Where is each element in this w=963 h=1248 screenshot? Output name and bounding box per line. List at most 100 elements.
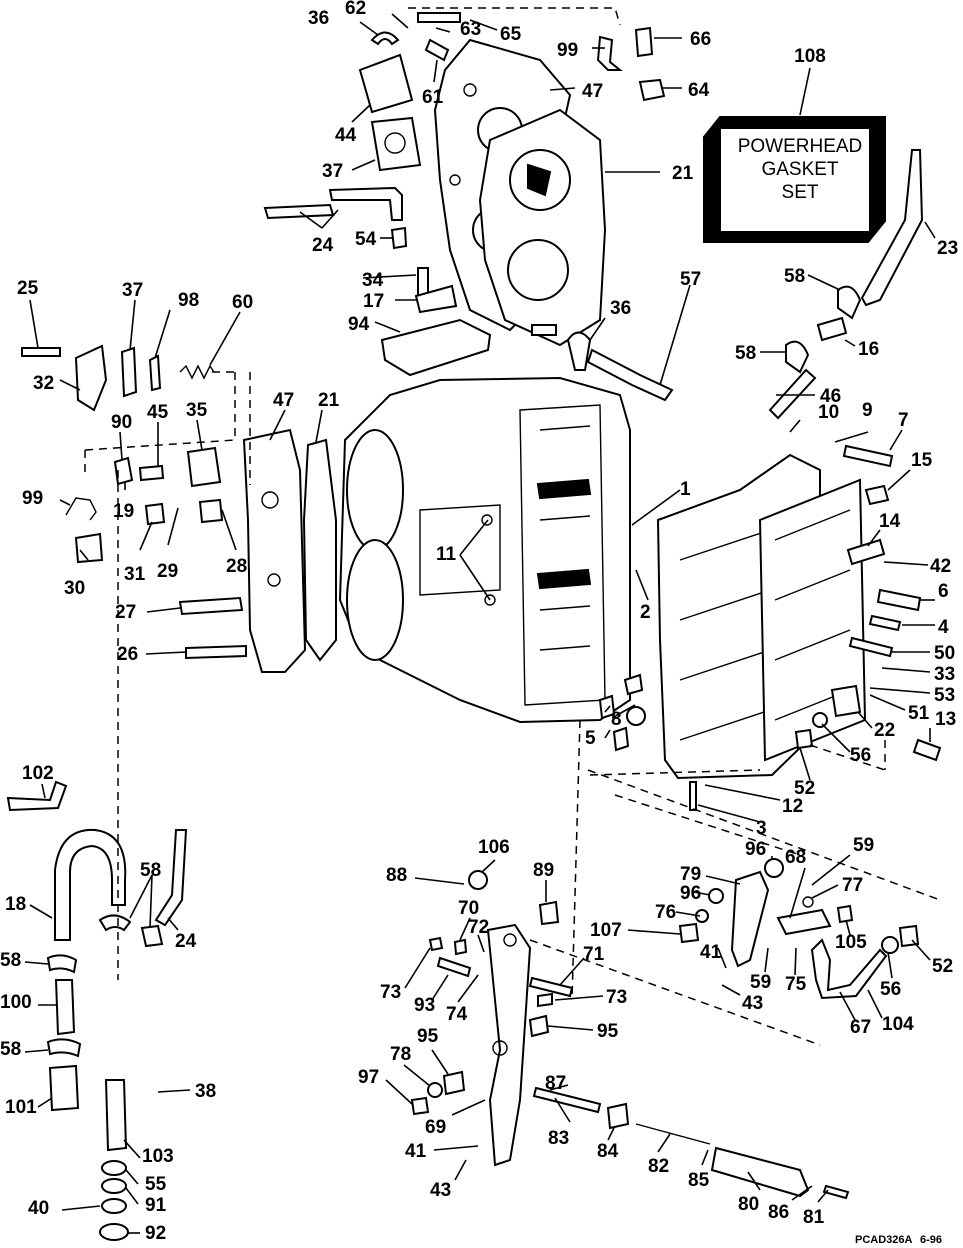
clamp-58-f <box>46 1038 82 1058</box>
bracket-44 <box>358 53 414 114</box>
callout: 37 <box>122 280 143 301</box>
crankcase-block <box>338 376 631 724</box>
washer-8-a <box>623 673 644 696</box>
callout: 47 <box>582 81 603 102</box>
callout: 43 <box>430 1180 451 1201</box>
callout: 50 <box>934 643 955 664</box>
callout: 40 <box>28 1198 49 1219</box>
callout: 96 <box>680 883 701 904</box>
plate-37-left <box>120 346 138 398</box>
screw-81 <box>822 1184 850 1200</box>
valve-30 <box>74 532 104 564</box>
assembly-lines <box>84 7 941 1046</box>
washer-77 <box>802 896 814 908</box>
clip-99-left <box>65 497 97 521</box>
link-rod-83 <box>532 1086 602 1114</box>
washer-91 <box>101 1178 127 1194</box>
callout: 91 <box>145 1195 167 1216</box>
callout: 64 <box>688 80 710 101</box>
callout: 58 <box>735 343 756 364</box>
callout: 44 <box>335 125 357 146</box>
callout: 25 <box>17 278 39 299</box>
callout: 30 <box>64 578 85 599</box>
screw-26 <box>185 644 247 660</box>
callout: 63 <box>460 19 481 40</box>
callout: 73 <box>380 982 401 1003</box>
callout: 59 <box>853 835 874 856</box>
arm-68 <box>776 908 832 936</box>
callout: 16 <box>858 339 879 360</box>
clamp-17 <box>414 284 458 314</box>
callout: 71 <box>583 944 605 965</box>
sleeve-101 <box>48 1064 80 1112</box>
fitting-31 <box>144 502 166 526</box>
callout: 74 <box>446 1004 468 1025</box>
callout: 77 <box>842 875 863 896</box>
callout: 82 <box>648 1156 669 1177</box>
callout: 75 <box>785 974 807 995</box>
cup-35 <box>186 446 222 488</box>
hose-24-top <box>263 203 335 220</box>
pin-5-b <box>612 726 630 752</box>
fitting-13 <box>912 738 942 762</box>
callout: 35 <box>186 400 208 421</box>
callout: 43 <box>742 993 763 1014</box>
callout: 24 <box>175 931 197 952</box>
stud-3 <box>689 781 697 811</box>
callout: 4 <box>938 617 949 638</box>
callout: 97 <box>358 1067 379 1088</box>
fitting-15 <box>864 484 890 506</box>
callout: 28 <box>226 556 247 577</box>
callout: 12 <box>782 796 803 817</box>
callout: 17 <box>363 291 384 312</box>
callout: 36 <box>610 298 631 319</box>
callout: 33 <box>934 664 955 685</box>
fitting-16 <box>816 316 848 342</box>
callout: 95 <box>417 1026 439 1047</box>
callout: 56 <box>850 745 871 766</box>
callout: 86 <box>768 1202 789 1223</box>
bolt-7 <box>842 444 894 468</box>
callout: 62 <box>345 0 366 19</box>
callout: 23 <box>937 238 958 259</box>
callout: 59 <box>750 972 771 993</box>
fitting-64 <box>638 78 666 102</box>
callout: 58 <box>0 1039 21 1060</box>
callout: 81 <box>803 1207 825 1228</box>
head-gasket-left <box>302 438 337 662</box>
gasket-37-top <box>370 116 422 172</box>
gasket-box-line3: SET <box>782 182 819 203</box>
callout: 99 <box>22 488 43 509</box>
callout: 34 <box>362 270 384 291</box>
callout: 70 <box>458 898 479 919</box>
rod-67 <box>810 938 888 1000</box>
tube-46 <box>768 368 817 420</box>
callout: 54 <box>355 229 377 250</box>
bracket-102 <box>6 780 68 812</box>
callout: 101 <box>5 1097 37 1118</box>
clamp-58-a <box>837 285 862 320</box>
clip-70 <box>453 938 468 956</box>
callout: 83 <box>548 1128 569 1149</box>
washer-96-a <box>764 858 784 878</box>
leader-lines <box>24 13 936 1234</box>
hose-18 <box>54 828 127 941</box>
callout: 14 <box>879 511 901 532</box>
ring-40 <box>101 1198 127 1214</box>
hose-24-bottom <box>154 829 188 927</box>
seal-98 <box>148 354 162 392</box>
callout: 56 <box>880 979 901 1000</box>
callout: 58 <box>784 266 805 287</box>
callout: 47 <box>273 390 294 411</box>
callout: 37 <box>322 161 343 182</box>
spring-60 <box>179 364 215 380</box>
callout: 52 <box>932 956 953 977</box>
tube-63 <box>417 12 461 23</box>
screw-93 <box>436 956 472 978</box>
callout: 89 <box>533 860 554 881</box>
gasket-box-line1: POWERHEAD <box>738 136 863 157</box>
clamp-58-b <box>785 340 810 374</box>
screw-89 <box>538 900 560 926</box>
